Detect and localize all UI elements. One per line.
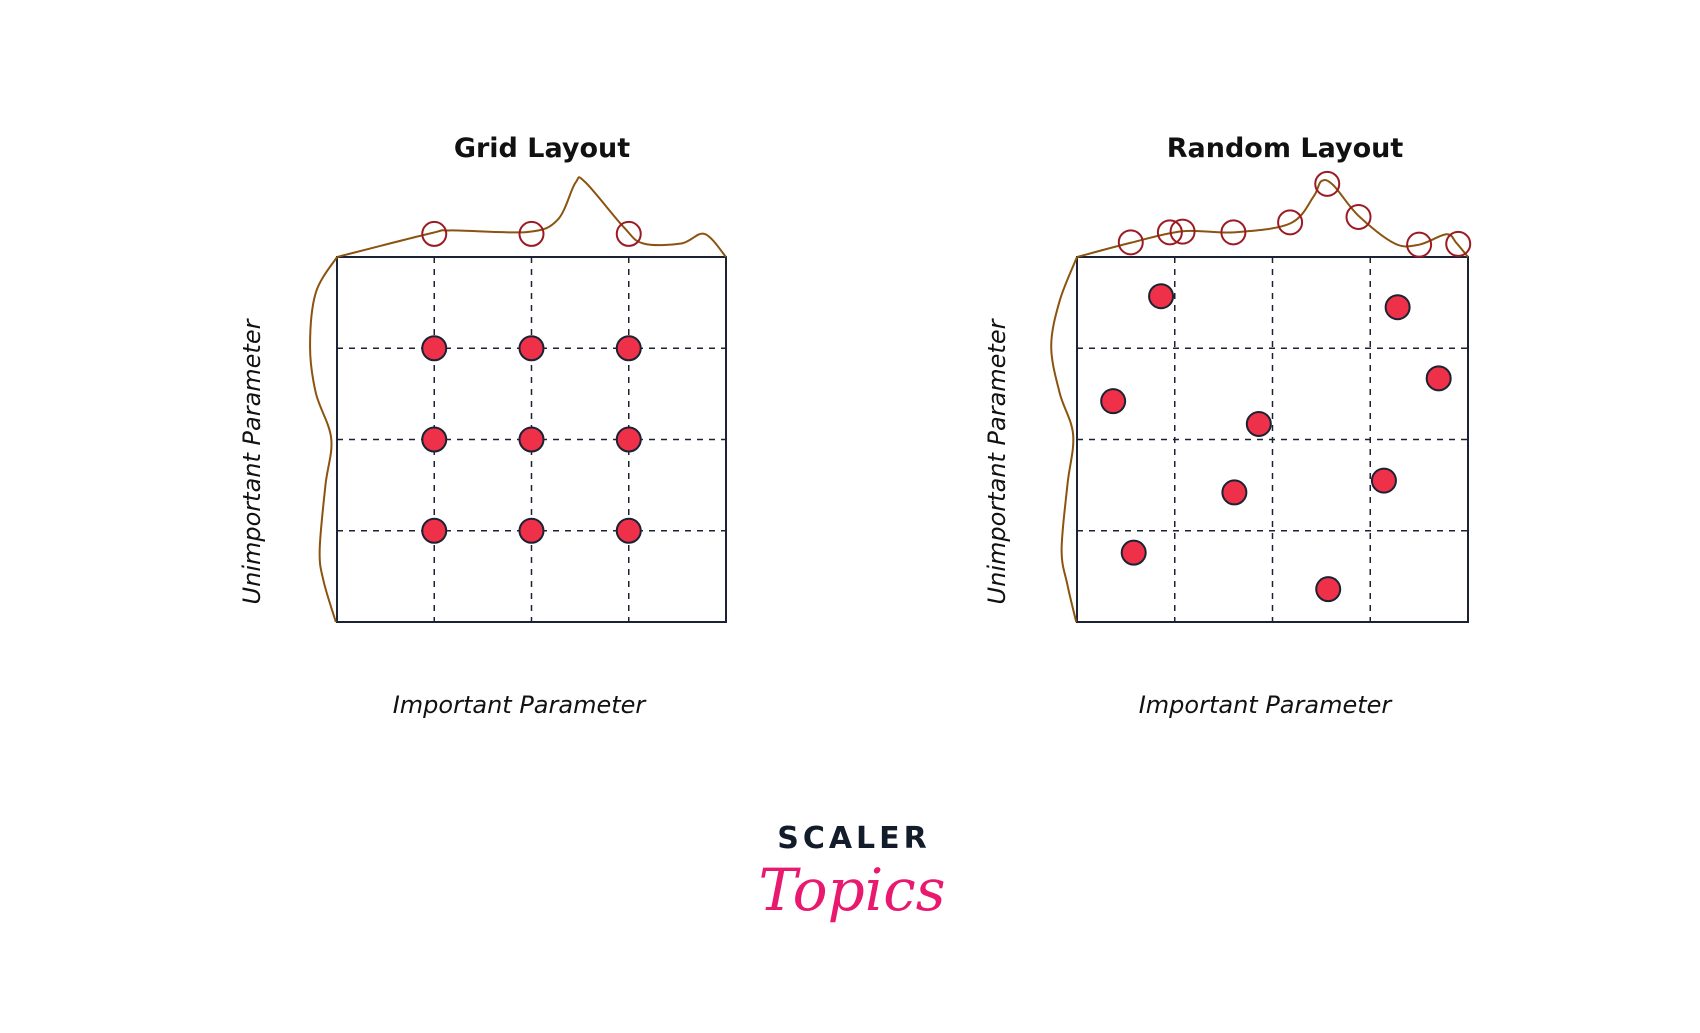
panel-title: Grid Layout — [454, 133, 630, 164]
scaler-topics-logo: SCALER Topics — [758, 821, 945, 924]
grid-layout-panel: Grid Layout Important Parameter Unimport… — [238, 133, 727, 719]
marginal-sample-circle — [1117, 229, 1144, 256]
left-density-curve — [309, 256, 338, 623]
top-density-curve — [336, 176, 727, 258]
sample-point — [615, 335, 642, 362]
sample-point — [1100, 388, 1127, 415]
marginal-sample-circle — [1277, 209, 1304, 236]
logo-topics-text: Topics — [758, 856, 945, 924]
marginal-sample-circle — [1345, 203, 1372, 230]
left-density-curve — [1050, 256, 1078, 623]
sample-point — [1148, 283, 1175, 310]
sample-point — [421, 426, 448, 453]
y-axis-label: Unimportant Parameter — [238, 317, 266, 604]
sample-point — [1120, 539, 1147, 566]
marginal-sample-circle — [1156, 219, 1183, 246]
sample-point — [421, 517, 448, 544]
marginal-sample-circle — [518, 220, 545, 247]
sample-point — [518, 517, 545, 544]
plot-frame — [336, 256, 727, 623]
random-layout-panel: Random Layout Important Parameter Unimpo… — [983, 133, 1472, 719]
marginal-sample-circle — [421, 220, 448, 247]
marginal-sample-circle — [1314, 170, 1341, 197]
sample-point — [615, 517, 642, 544]
sample-point — [1221, 479, 1248, 506]
sample-point — [518, 335, 545, 362]
sample-point — [1370, 467, 1397, 494]
x-axis-label: Important Parameter — [393, 691, 648, 719]
sample-point — [615, 426, 642, 453]
sample-point — [1315, 576, 1342, 603]
marginal-sample-circle — [1220, 219, 1247, 246]
x-axis-label: Important Parameter — [1139, 691, 1394, 719]
sample-point — [421, 335, 448, 362]
panel-title: Random Layout — [1167, 133, 1404, 164]
sample-point — [518, 426, 545, 453]
top-density-curve — [1076, 179, 1469, 258]
marginal-sample-circle — [1169, 218, 1196, 245]
marginal-sample-circle — [1445, 230, 1472, 257]
sample-point — [1245, 410, 1272, 437]
logo-scaler-text: SCALER — [777, 821, 931, 856]
marginal-sample-circle — [1406, 231, 1433, 258]
y-axis-label: Unimportant Parameter — [983, 317, 1011, 604]
plot-frame — [1076, 256, 1469, 623]
sample-point — [1425, 365, 1452, 392]
sample-point — [1384, 294, 1411, 321]
marginal-sample-circle — [615, 220, 642, 247]
